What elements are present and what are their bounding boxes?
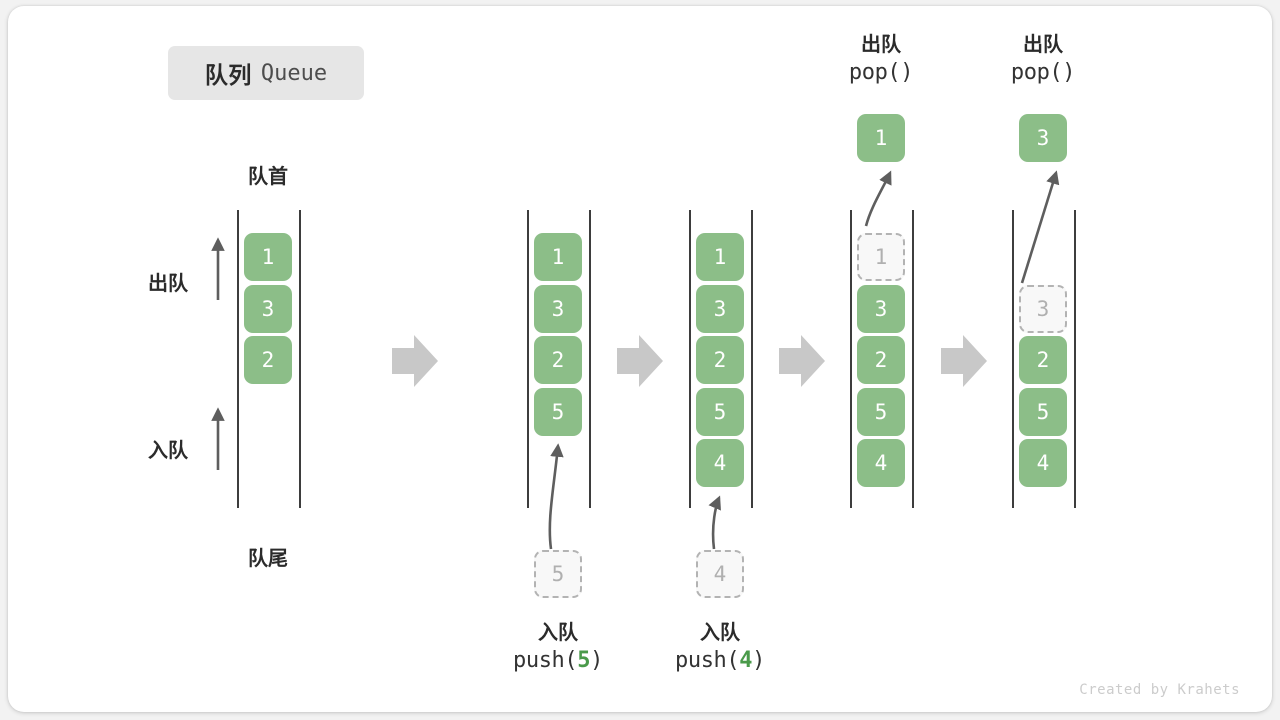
operation-label-code: push(4)	[675, 648, 765, 674]
queue-rail-right	[299, 210, 301, 508]
queue-cell: 2	[534, 336, 582, 384]
queue-rail-left	[237, 210, 239, 508]
operation-label-code: pop()	[848, 60, 914, 86]
operation-label-cn: 入队	[700, 622, 740, 644]
watermark: Created by Krahets	[1079, 682, 1240, 698]
queue-cell: 5	[696, 387, 744, 436]
queue-cell: 1	[534, 233, 582, 281]
enqueue-direction-label: 入队	[148, 440, 188, 462]
queue-rail-left	[689, 210, 691, 508]
popped-cell: 1	[857, 114, 905, 162]
queue-cell: 5	[1019, 387, 1067, 436]
operation-label-code: pop()	[1010, 60, 1076, 86]
queue-rail-left	[850, 210, 852, 508]
queue-rail-right	[912, 210, 914, 508]
queue-cell: 4	[857, 439, 905, 487]
queue-cell: 3	[534, 284, 582, 333]
queue-rail-left	[527, 210, 529, 508]
operation-caption: 入队 push(5)	[448, 620, 668, 675]
queue-cell: 2	[1019, 336, 1067, 384]
queue-cell: 5	[534, 387, 582, 436]
queue-tail-label: 队尾	[248, 548, 288, 570]
queue-cell: 4	[1019, 439, 1067, 487]
operation-label-cn: 入队	[538, 622, 578, 644]
queue-rail-right	[751, 210, 753, 508]
popped-cell: 3	[1019, 114, 1067, 162]
dequeue-direction-label: 出队	[148, 273, 188, 295]
queue-cell: 3	[696, 284, 744, 333]
queue-cell: 3	[857, 284, 905, 333]
operation-caption: 出队 pop()	[771, 32, 991, 87]
pending-cell: 4	[696, 550, 744, 598]
queue-cell: 2	[696, 336, 744, 384]
queue-cell: 3	[1019, 284, 1067, 333]
operation-caption: 出队 pop()	[933, 32, 1153, 87]
operation-argument: 4	[739, 648, 753, 674]
title-label-en: Queue	[260, 60, 328, 86]
queue-cell: 2	[244, 336, 292, 384]
queue-cell: 3	[244, 284, 292, 333]
queue-cell: 2	[857, 336, 905, 384]
queue-cell: 1	[696, 233, 744, 281]
queue-cell: 4	[696, 439, 744, 487]
operation-argument: 5	[577, 648, 591, 674]
pending-cell: 5	[534, 550, 582, 598]
diagram-card	[8, 6, 1272, 712]
queue-cell: 5	[857, 387, 905, 436]
queue-rail-right	[1074, 210, 1076, 508]
operation-label-cn: 出队	[861, 34, 901, 56]
queue-head-label: 队首	[248, 166, 288, 188]
queue-cell: 1	[857, 233, 905, 281]
operation-caption: 入队 push(4)	[610, 620, 830, 675]
title-label-cn: 队列	[204, 62, 252, 88]
queue-rail-left	[1012, 210, 1014, 508]
queue-rail-right	[589, 210, 591, 508]
queue-cell: 1	[244, 233, 292, 281]
operation-label-code: push(5)	[513, 648, 603, 674]
title-badge: 队列 Queue	[168, 46, 364, 100]
operation-label-cn: 出队	[1023, 34, 1063, 56]
